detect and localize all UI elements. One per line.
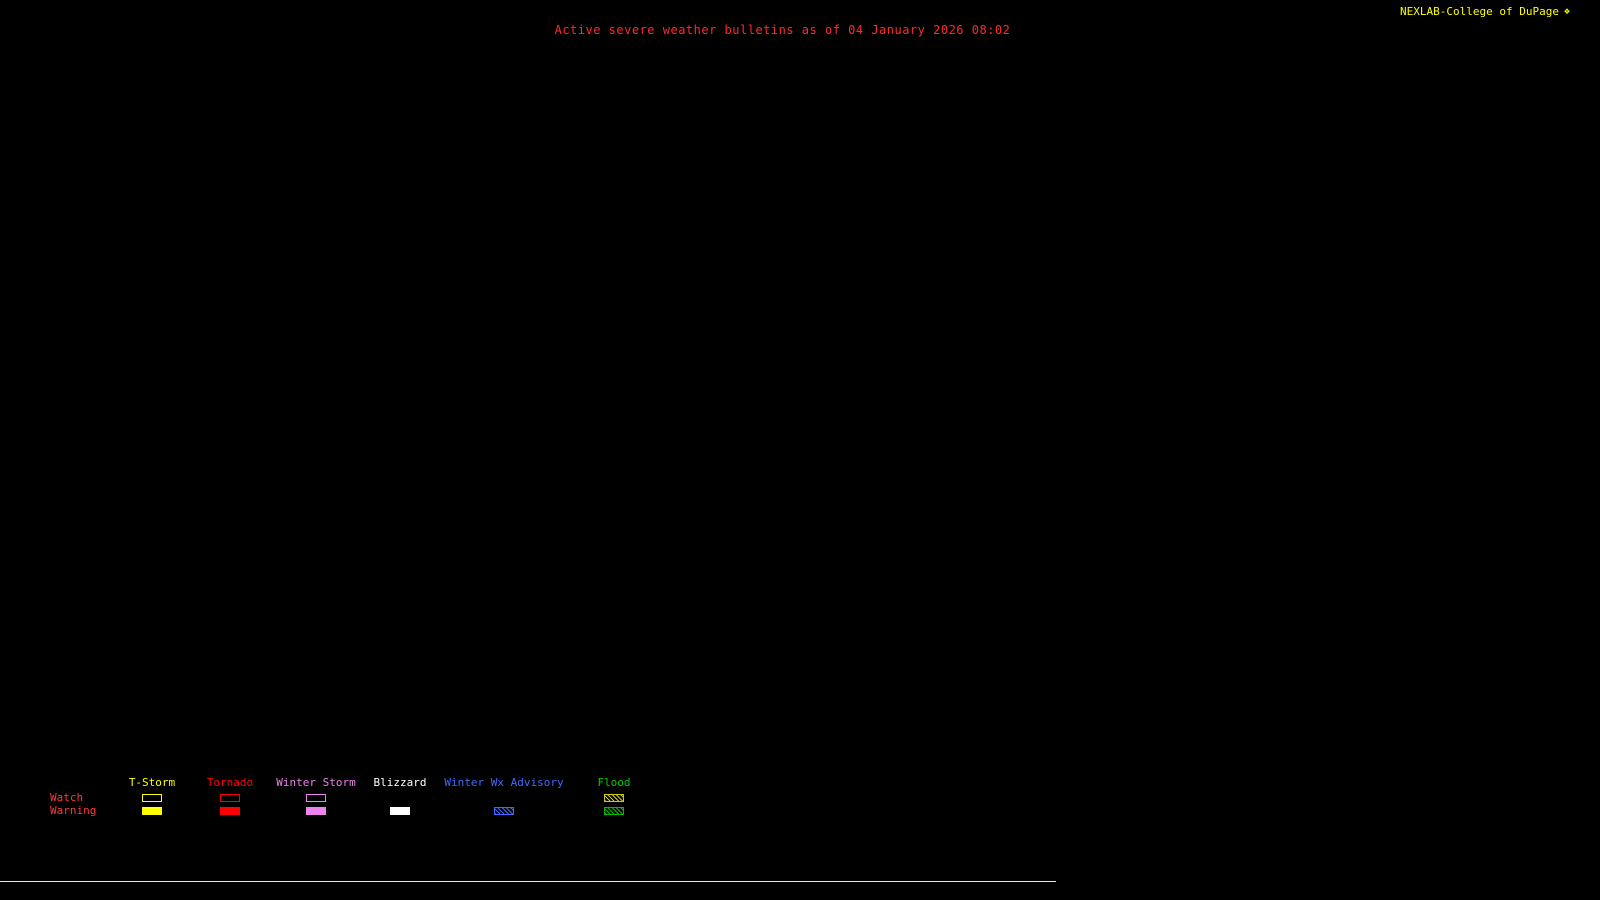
tstorm-watch-swatch: [142, 793, 162, 802]
blizzard-warning-cell: [390, 804, 410, 817]
legend-row-warning: Warning: [50, 804, 97, 817]
legend-label-winter-storm: Winter Storm: [276, 776, 356, 789]
legend-col-tstorm: T-Storm: [122, 776, 182, 817]
legend-col-winter-storm: Winter Storm: [268, 776, 364, 817]
legend-label-tstorm: T-Storm: [128, 776, 176, 789]
winter-storm-watch-swatch: [306, 793, 326, 802]
legend-row-watch: Watch: [50, 791, 84, 804]
legend-col-winter-wx-advisory: Winter Wx Advisory: [436, 776, 572, 817]
legend-label-tornado: Tornado: [206, 776, 254, 789]
cod-logo-icon: ❖: [1563, 5, 1570, 17]
legend-label-flood: Flood: [597, 776, 631, 789]
winter-storm-watch-cell: [306, 791, 326, 804]
flood-watch-swatch: [604, 793, 624, 802]
winter-wx-advisory-warning-cell: [494, 804, 514, 817]
tornado-warning-swatch: [220, 806, 240, 815]
winter-storm-warning-cell: [306, 804, 326, 817]
winter-storm-warning-swatch: [306, 806, 326, 815]
legend-col-blizzard: Blizzard: [368, 776, 432, 817]
tstorm-warning-cell: [142, 804, 162, 817]
flood-watch-cell: [604, 791, 624, 804]
flood-warning-cell: [604, 804, 624, 817]
brand: NEXLAB-College of DuPage ❖: [1400, 5, 1570, 18]
legend-col-flood: Flood: [586, 776, 642, 817]
tstorm-warning-swatch: [142, 806, 162, 815]
blizzard-watch-cell: [390, 791, 410, 804]
legend-row-labels: Watch Warning: [50, 776, 108, 817]
winter-wx-advisory-warning-swatch: [494, 806, 514, 815]
brand-text: NEXLAB-College of DuPage: [1400, 5, 1559, 18]
legend: Watch Warning T-Storm Tornado Winter Sto…: [50, 776, 642, 817]
legend-label-blizzard: Blizzard: [373, 776, 427, 789]
tornado-watch-cell: [220, 791, 240, 804]
tornado-warning-cell: [220, 804, 240, 817]
bulletin-title: Active severe weather bulletins as of 04…: [554, 23, 1011, 37]
blizzard-warning-swatch: [390, 806, 410, 815]
flood-warning-swatch: [604, 806, 624, 815]
legend-label-winter-wx-advisory: Winter Wx Advisory: [444, 776, 564, 789]
winter-wx-advisory-watch-cell: [494, 791, 514, 804]
legend-row-spacer: [50, 776, 108, 791]
legend-col-tornado: Tornado: [200, 776, 260, 817]
tstorm-watch-cell: [142, 791, 162, 804]
tornado-watch-swatch: [220, 793, 240, 802]
map-border-line: [0, 881, 1056, 882]
